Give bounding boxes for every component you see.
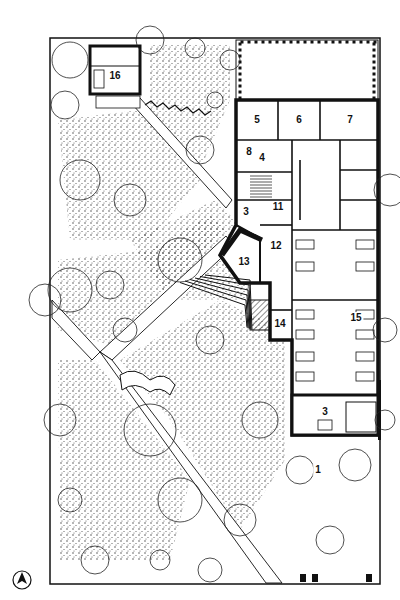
interior-walls bbox=[236, 100, 378, 395]
stepping-path bbox=[145, 101, 211, 115]
callout-number: 5 bbox=[252, 114, 262, 126]
callout-number: 15 bbox=[348, 312, 363, 324]
guest-house bbox=[90, 46, 140, 94]
bed bbox=[296, 240, 374, 381]
hedge bbox=[300, 380, 381, 582]
callout-number: 16 bbox=[107, 70, 122, 82]
callout-number: 3 bbox=[241, 206, 251, 218]
building-outline bbox=[220, 100, 378, 435]
terrace-steps bbox=[180, 275, 252, 330]
callout-number: 3 bbox=[320, 406, 330, 418]
stair bbox=[250, 176, 272, 197]
north-arrow bbox=[13, 571, 31, 589]
site-boundary bbox=[50, 38, 380, 584]
callout-number: 7 bbox=[345, 114, 355, 126]
callout-number: 12 bbox=[268, 240, 283, 252]
tree bbox=[29, 26, 400, 582]
courtyard bbox=[236, 40, 378, 100]
callout-number: 8 bbox=[244, 146, 254, 158]
colonnade bbox=[239, 41, 377, 100]
callout-number: 14 bbox=[272, 318, 287, 330]
callout-number: 11 bbox=[271, 201, 286, 213]
guest-terrace bbox=[96, 96, 140, 108]
callout-number: 1 bbox=[313, 464, 323, 476]
callout-number: 6 bbox=[294, 114, 304, 126]
callout-number: 4 bbox=[257, 152, 267, 164]
bench bbox=[120, 371, 175, 395]
callout-number: 13 bbox=[236, 256, 251, 268]
